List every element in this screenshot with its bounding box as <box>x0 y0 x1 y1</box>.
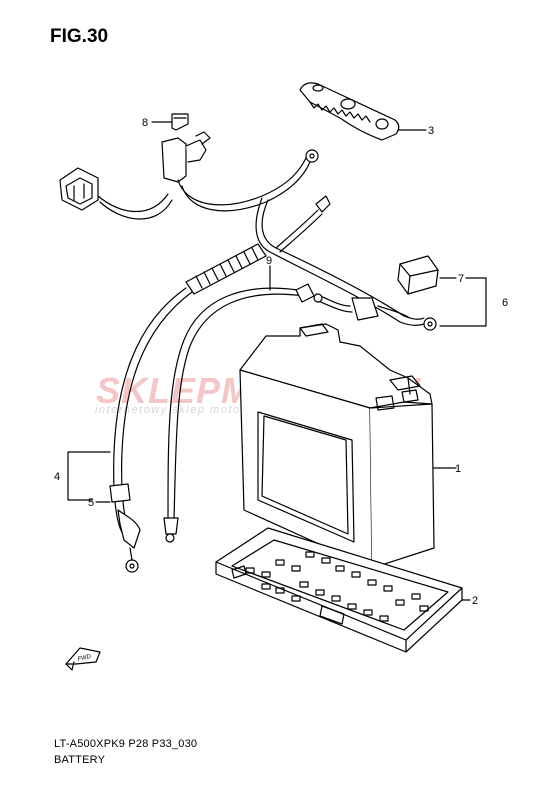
part-3-battery-holder-plate <box>299 82 400 141</box>
front-direction-arrow <box>65 647 101 671</box>
part-2-battery-tray <box>215 527 463 653</box>
coupler-left <box>59 167 99 211</box>
fwd-label: FWD <box>77 654 92 663</box>
figure-title: FIG.30 <box>50 26 109 47</box>
part-4-cable-sleeve <box>185 243 267 295</box>
leader-4 <box>67 451 111 501</box>
callout-3: 3 <box>428 125 434 137</box>
callout-2: 2 <box>472 595 478 607</box>
callout-8: 8 <box>142 117 148 129</box>
watermark-tagline: internetowy sklep motocyklowy <box>95 404 290 416</box>
callout-4: 4 <box>54 471 60 483</box>
part-1-battery <box>239 323 435 569</box>
diagram-name: BATTERY <box>54 754 106 766</box>
leader-6 <box>439 277 487 327</box>
callout-9: 9 <box>266 255 272 267</box>
part-8-fuse <box>171 113 189 131</box>
callout-1: 1 <box>455 463 461 475</box>
callout-7: 7 <box>458 273 464 285</box>
callout-5: 5 <box>88 497 94 509</box>
diagram-code: LT-A500XPK9 P28 P33_030 <box>54 738 198 750</box>
part-5-terminal-boot <box>109 483 141 549</box>
callout-6: 6 <box>502 297 508 309</box>
part-7-cap <box>397 255 439 295</box>
